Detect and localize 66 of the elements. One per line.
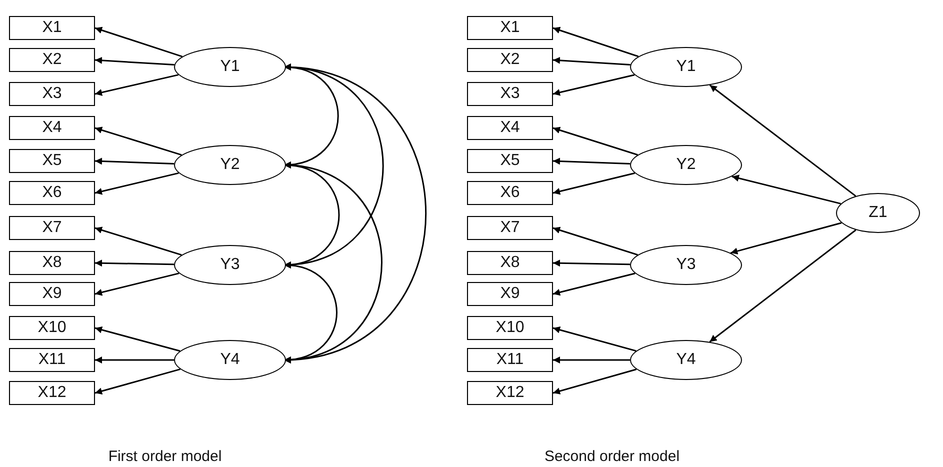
arrow: [552, 158, 630, 165]
arrow: [709, 229, 856, 342]
observed-variable-box: X5: [9, 149, 95, 173]
arrow: [552, 126, 638, 156]
caption-text: First order model: [108, 448, 222, 465]
arrow: [94, 56, 174, 66]
latent-variable-ellipse: Y1: [630, 47, 742, 87]
observed-variable-box: X1: [467, 16, 553, 40]
observed-variable-box: X9: [467, 282, 553, 306]
double-headed-arrow: [284, 262, 338, 363]
arrow: [552, 226, 638, 256]
latent-variable-ellipse: Z1: [836, 193, 920, 233]
observed-variable-box: X12: [9, 381, 95, 405]
observed-variable-box: X5: [467, 149, 553, 173]
arrow: [552, 326, 636, 352]
arrow: [552, 74, 635, 96]
latent-variable-ellipse: Y3: [630, 245, 742, 285]
arrow: [94, 226, 182, 256]
double-headed-arrow: [284, 162, 382, 363]
arrow: [94, 126, 182, 156]
arrow: [552, 260, 630, 267]
latent-variable-ellipse: Y2: [630, 145, 742, 185]
observed-variable-box: X7: [467, 216, 553, 240]
observed-variable-box: X4: [467, 116, 553, 140]
arrow: [709, 84, 856, 197]
observed-variable-box: X10: [467, 316, 553, 340]
arrow: [94, 272, 180, 296]
observed-variable-box: X7: [9, 216, 95, 240]
observed-variable-box: X3: [467, 82, 553, 106]
arrow: [94, 172, 179, 195]
arrow: [94, 26, 182, 58]
observed-variable-box: X8: [467, 251, 553, 275]
arrow: [94, 260, 174, 267]
arrow: [553, 356, 630, 364]
arrow: [94, 74, 179, 96]
latent-variable-ellipse: Y3: [174, 245, 286, 285]
observed-variable-box: X2: [467, 48, 553, 72]
arrow: [94, 326, 180, 352]
observed-variable-box: X11: [9, 348, 95, 372]
arrow: [552, 272, 636, 296]
observed-variable-box: X4: [9, 116, 95, 140]
observed-variable-box: X6: [9, 181, 95, 205]
arrow: [552, 368, 637, 394]
arrow: [732, 174, 841, 204]
observed-variable-box: X9: [9, 282, 95, 306]
arrow: [552, 56, 630, 66]
observed-variable-box: X8: [9, 251, 95, 275]
arrow: [95, 356, 174, 364]
observed-variable-box: X1: [9, 16, 95, 40]
arrow: [94, 158, 174, 165]
observed-variable-box: X12: [467, 381, 553, 405]
observed-variable-box: X2: [9, 48, 95, 72]
arrow: [730, 222, 842, 254]
latent-variable-ellipse: Y2: [174, 145, 286, 185]
arrow: [552, 172, 636, 195]
caption-text: Second order model: [544, 448, 680, 465]
double-headed-arrow: [284, 64, 426, 363]
observed-variable-box: X3: [9, 82, 95, 106]
latent-variable-ellipse: Y4: [630, 340, 742, 380]
observed-variable-box: X6: [467, 181, 553, 205]
arrow: [94, 368, 180, 394]
observed-variable-box: X11: [467, 348, 553, 372]
latent-variable-ellipse: Y4: [174, 340, 286, 380]
arrow: [552, 26, 639, 58]
observed-variable-box: X10: [9, 316, 95, 340]
latent-variable-ellipse: Y1: [174, 47, 286, 87]
